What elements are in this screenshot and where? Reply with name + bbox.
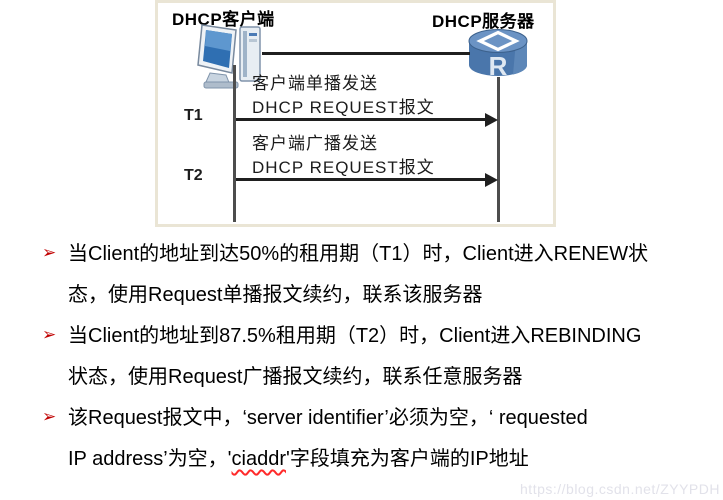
bullet-text-segment: '字段填充为客户端的IP地址	[286, 448, 529, 470]
bullet-text-segment: IP address’为空，'	[68, 448, 232, 470]
client-title: DHCP客户端	[172, 10, 275, 29]
bullet-text-line: 当Client的地址到达50%的租用期（T1）时，Client进入RENEW状	[68, 243, 649, 265]
bullet-text-line: 当Client的地址到87.5%租用期（T2）时，Client进入REBINDI…	[68, 325, 642, 347]
server-lifeline	[497, 77, 500, 222]
router-icon: R	[466, 27, 530, 90]
arrow-bullet-icon: ➢	[42, 325, 57, 344]
arrow-bullet-icon: ➢	[42, 243, 57, 262]
t1-label: T1	[184, 107, 203, 124]
dhcp-sequence-diagram: DHCP客户端 DHCP服务器	[155, 0, 556, 227]
t2-arrow-line	[236, 178, 486, 181]
bullet-list: ➢ 当Client的地址到达50%的租用期（T1）时，Client进入RENEW…	[42, 234, 716, 480]
t2-caption-line2: DHCP REQUEST报文	[252, 158, 435, 177]
bullet-text-line: 状态，使用Request广播报文续约，联系任意服务器	[68, 366, 523, 388]
t2-label: T2	[184, 167, 203, 184]
router-letter: R	[489, 51, 508, 81]
bullet-text-line: 该Request报文中，‘server identifier’必须为空，‘ re…	[68, 407, 588, 429]
desktop-computer-icon	[196, 21, 272, 102]
t1-arrow-line	[236, 118, 486, 121]
misspelled-word: ciaddr	[231, 448, 286, 470]
t1-arrowhead-icon	[485, 112, 498, 127]
arrow-bullet-icon: ➢	[42, 407, 57, 426]
csdn-watermark: https://blog.csdn.net/ZYYPDH	[520, 481, 720, 497]
bullet-text-line: IP address’为空，'ciaddr'字段填充为客户端的IP地址	[68, 439, 716, 480]
bullet-item-renew: ➢ 当Client的地址到达50%的租用期（T1）时，Client进入RENEW…	[42, 234, 716, 316]
client-server-link-line	[262, 52, 470, 55]
t2-caption-line1: 客户端广播发送	[252, 134, 378, 153]
bullet-item-rebinding: ➢ 当Client的地址到87.5%租用期（T2）时，Client进入REBIN…	[42, 316, 716, 398]
client-lifeline	[233, 65, 236, 222]
t2-arrowhead-icon	[485, 172, 498, 187]
bullet-item-request-fields: ➢ 该Request报文中，‘server identifier’必须为空，‘ …	[42, 398, 716, 480]
t1-caption-line2: DHCP REQUEST报文	[252, 98, 435, 117]
t1-caption-line1: 客户端单播发送	[252, 74, 378, 93]
bullet-text-line: 态，使用Request单播报文续约，联系该服务器	[68, 284, 483, 306]
server-title: DHCP服务器	[432, 12, 535, 31]
